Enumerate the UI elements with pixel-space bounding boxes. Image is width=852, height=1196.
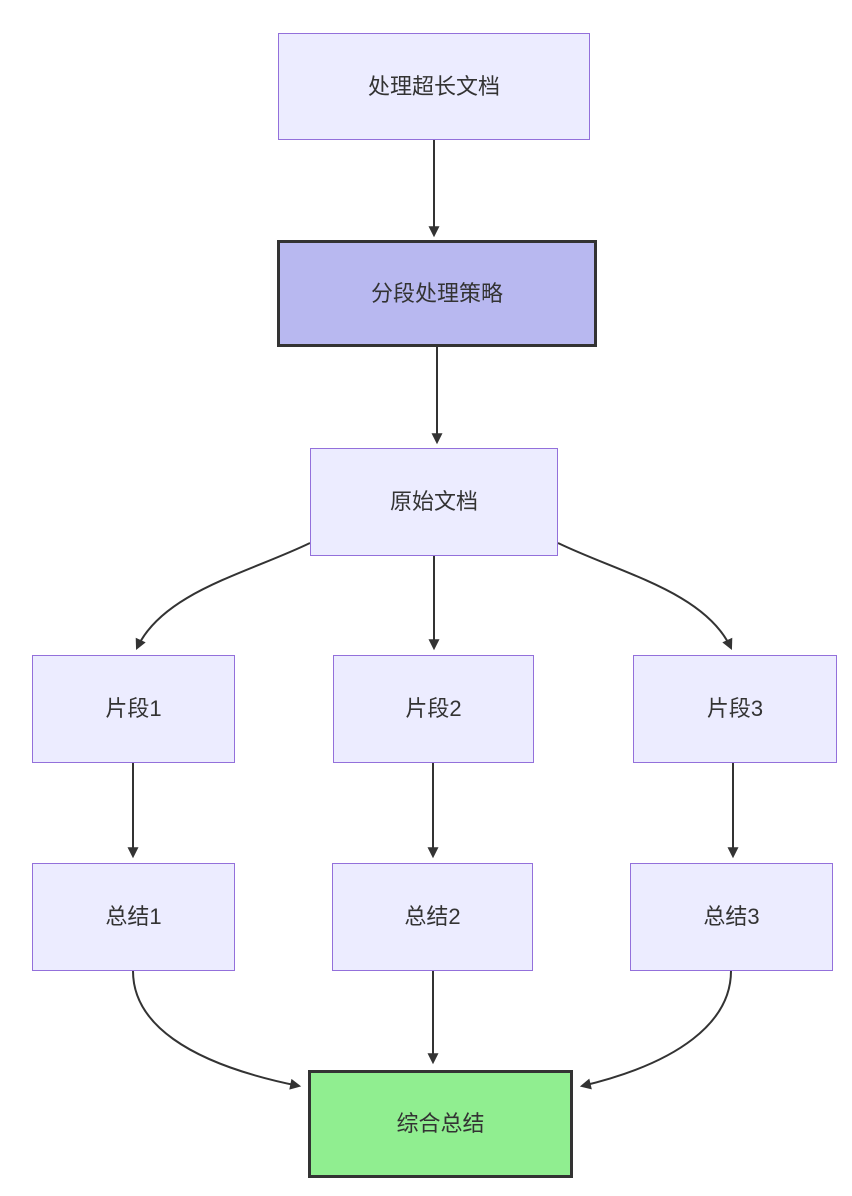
edge-summary1-final <box>132 970 302 1090</box>
node-fragment-3: 片段3 <box>633 655 837 763</box>
node-label: 综合总结 <box>396 1111 485 1136</box>
node-label: 处理超长文档 <box>367 73 500 99</box>
node-fragment-1: 片段1 <box>32 655 235 763</box>
node-summary-1: 总结1 <box>32 863 235 971</box>
node-summary-3: 总结3 <box>630 863 833 971</box>
node-label: 总结3 <box>703 904 760 929</box>
edge-summary3-final <box>579 970 732 1090</box>
node-label: 总结2 <box>404 904 461 929</box>
node-original-document: 原始文档 <box>310 448 558 556</box>
node-label: 片段1 <box>105 696 162 721</box>
node-segmentation-strategy: 分段处理策略 <box>277 240 597 347</box>
node-label: 原始文档 <box>389 489 478 514</box>
edge-original-fragment3 <box>557 542 733 650</box>
node-label: 片段2 <box>405 696 462 721</box>
node-fragment-2: 片段2 <box>333 655 534 763</box>
node-label: 片段3 <box>706 696 764 721</box>
node-final-summary: 综合总结 <box>308 1070 573 1178</box>
node-summary-2: 总结2 <box>332 863 533 971</box>
node-process-long-doc: 处理超长文档 <box>278 33 590 140</box>
edge-original-fragment1 <box>135 542 311 650</box>
node-label: 分段处理策略 <box>370 280 503 306</box>
node-label: 总结1 <box>105 904 162 929</box>
